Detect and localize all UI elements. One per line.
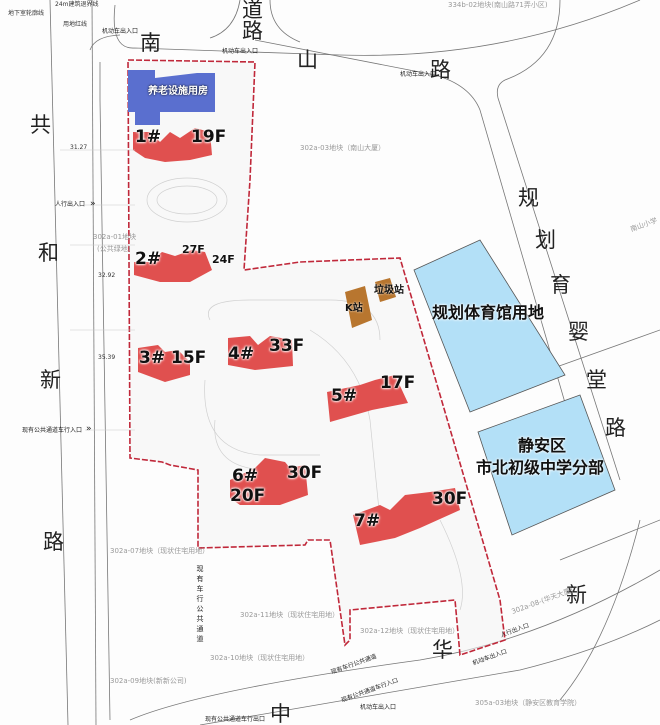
building-4-floors: 33F bbox=[269, 336, 305, 356]
building-5-floors: 17F bbox=[380, 373, 416, 393]
road-east-char: 堂 bbox=[586, 368, 607, 392]
vehicle-entrance-label: 机动车出入口 bbox=[222, 48, 259, 55]
k-station-label: K站 bbox=[345, 303, 363, 314]
building-7-floors: 30F bbox=[432, 489, 468, 509]
building-6-id: 6# bbox=[232, 466, 259, 486]
building-1-id: 1# bbox=[135, 127, 162, 147]
building-6-floors-secondary: 20F bbox=[230, 486, 266, 506]
entrance-arrow-icon: » bbox=[90, 199, 96, 209]
pedestrian-entrance-west: 人行出入口 bbox=[55, 201, 86, 208]
road-west-char: 共 bbox=[30, 113, 51, 137]
building-1-footprint bbox=[133, 128, 212, 162]
parcel-302a-10: 302a-10地块（现状住宅用地） bbox=[210, 654, 310, 662]
building-6-footprint bbox=[230, 458, 308, 505]
road-east-char: 规 bbox=[518, 186, 539, 210]
road-west-char: 和 bbox=[38, 241, 59, 265]
parcel-302a-12: 302a-12地块（现状住宅用地） bbox=[360, 627, 460, 635]
entrance-arrow-icon: » bbox=[86, 424, 92, 434]
building-3-id: 3# bbox=[139, 348, 166, 368]
road-lines bbox=[49, 0, 660, 725]
vehicle-entrance-label: 机动车出入口 bbox=[102, 28, 139, 35]
setback-lines bbox=[60, 149, 135, 431]
parcel-302a-01: 302a-01地块 bbox=[93, 233, 137, 241]
building-5-id: 5# bbox=[331, 386, 358, 406]
road-north-char: 南 bbox=[140, 31, 161, 55]
parcel-302a-09: 302a-09地块(新新公司) bbox=[110, 677, 187, 685]
building-2-floors: 27F bbox=[182, 243, 205, 256]
garbage-station-label: 垃圾站 bbox=[374, 285, 404, 296]
elderly-facility-label: 养老设施用房 bbox=[148, 86, 208, 97]
road-east-char: 育 bbox=[550, 273, 571, 297]
building-4-id: 4# bbox=[228, 344, 255, 364]
parcel-305a-03: 305a-03地块（静安区教育学院） bbox=[475, 699, 582, 707]
road-west-char: 路 bbox=[43, 530, 64, 554]
dimension-label: 35.39 bbox=[98, 354, 116, 361]
building-7-footprint bbox=[353, 488, 460, 545]
road-north-char: 路 bbox=[430, 58, 451, 82]
building-3-footprint bbox=[138, 345, 190, 382]
public-passage-vertical-label: 现有车行公共通道 bbox=[196, 565, 204, 645]
dimension-label: 31.27 bbox=[70, 144, 88, 151]
road-west-char: 新 bbox=[40, 368, 61, 392]
parcel-334b-02: 334b-02地块(南山路71弄小区) bbox=[448, 1, 548, 9]
legend-red-line: 用地红线 bbox=[63, 21, 88, 28]
gym-plot-label: 规划体育馆用地 bbox=[432, 303, 545, 322]
road-east-char: 婴 bbox=[568, 320, 589, 344]
elderly-facility-building bbox=[128, 70, 215, 125]
garbage-station-building bbox=[375, 278, 396, 302]
building-2-id: 2# bbox=[135, 249, 162, 269]
building-6-floors: 30F bbox=[287, 463, 323, 483]
building-2-floors-secondary: 24F bbox=[212, 253, 235, 266]
road-side-char: 路 bbox=[242, 19, 263, 43]
building-3-floors: 15F bbox=[171, 348, 207, 368]
public-exit-south: 现有公共通道车行出口 bbox=[205, 716, 266, 723]
legend-setback-24m: 24m建筑退界线 bbox=[55, 1, 99, 8]
building-4-footprint bbox=[228, 336, 293, 370]
parcel-302a-07: 302a-07地块（现状住宅用地） bbox=[110, 547, 210, 555]
building-2-footprint bbox=[134, 250, 212, 282]
vehicle-entrance-label: 机动车出入口 bbox=[400, 71, 437, 78]
school-plot bbox=[477, 394, 616, 536]
road-side-char: 道 bbox=[242, 0, 263, 22]
school-label-line2: 市北初级中学分部 bbox=[476, 458, 605, 477]
parcel-302a-01-sub: (公共绿地) bbox=[97, 245, 131, 253]
road-east-char: 划 bbox=[535, 228, 556, 252]
road-south-char: 华 bbox=[432, 638, 453, 662]
public-entrance-west: 现有公共通道车行入口 bbox=[22, 427, 83, 434]
residential-buildings bbox=[133, 128, 460, 545]
road-south-char: 中 bbox=[270, 702, 291, 725]
k-station-building bbox=[345, 286, 372, 328]
parcel-302a-03: 302a-03地块（南山大厦） bbox=[300, 144, 386, 152]
road-east-char: 路 bbox=[605, 416, 626, 440]
parcel-302a-11: 302a-11地块（现状住宅用地） bbox=[240, 611, 340, 619]
dimension-label: 32.92 bbox=[98, 272, 116, 279]
building-1-floors: 19F bbox=[191, 127, 227, 147]
road-south-char: 新 bbox=[566, 583, 587, 607]
legend-basement-outline: 地下室轮廓线 bbox=[8, 10, 45, 17]
vehicle-entrance-label: 机动车出入口 bbox=[360, 704, 397, 711]
building-5-footprint bbox=[327, 375, 408, 422]
building-7-id: 7# bbox=[354, 511, 381, 531]
school-label-line1: 静安区 bbox=[518, 436, 567, 455]
road-north-char: 山 bbox=[297, 48, 318, 72]
gym-plot bbox=[413, 239, 566, 413]
